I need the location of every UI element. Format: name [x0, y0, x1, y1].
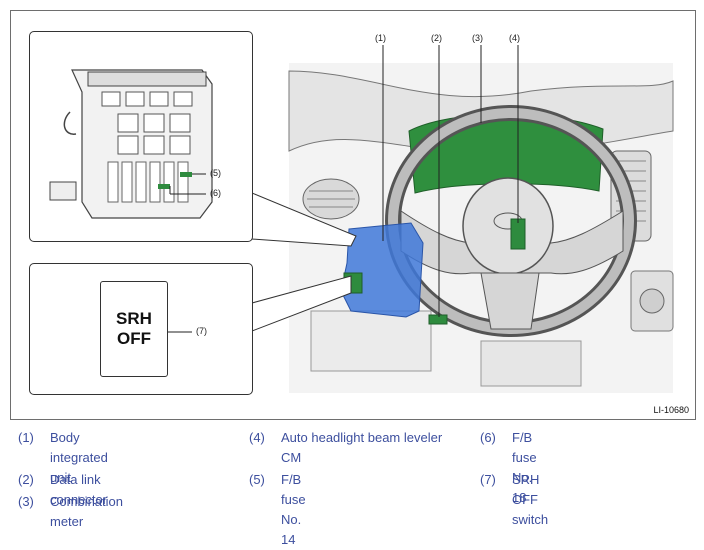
illustration-frame: (5) (6) SRH OFF (7) (1) (2) (3) (4) LI-1…: [10, 10, 696, 420]
steering-hub: [462, 177, 554, 275]
fuse-box-illustration: [49, 69, 213, 219]
legend: (1) Body integrated unit (2) Data link c…: [18, 430, 549, 547]
callout-2: (2): [431, 33, 442, 43]
steering-column: [480, 340, 582, 387]
fuse-box-inset: (5) (6): [29, 31, 253, 242]
data-link-connector-highlight: [428, 314, 448, 325]
steering-spokes: [400, 210, 624, 275]
srh-off-switch: SRH OFF: [100, 281, 168, 377]
figure-id: LI-10680: [653, 405, 689, 415]
lower-dash: [310, 310, 432, 372]
callout-3: (3): [472, 33, 483, 43]
callout-4: (4): [509, 33, 520, 43]
headlight-leveler-cm-highlight: [510, 218, 526, 250]
srh-label: SRH: [116, 309, 152, 328]
dashboard-illustration: [251, 45, 674, 393]
fuse-no-18-highlight: [158, 184, 170, 189]
callout-1: (1): [375, 33, 386, 43]
callout-5: (5): [210, 168, 221, 178]
callout-6: (6): [210, 188, 221, 198]
srh-switch-inset: SRH OFF (7): [29, 263, 253, 395]
off-label: OFF: [117, 329, 151, 348]
callout-7: (7): [196, 326, 207, 336]
fuse-no-14-highlight: [180, 172, 192, 177]
